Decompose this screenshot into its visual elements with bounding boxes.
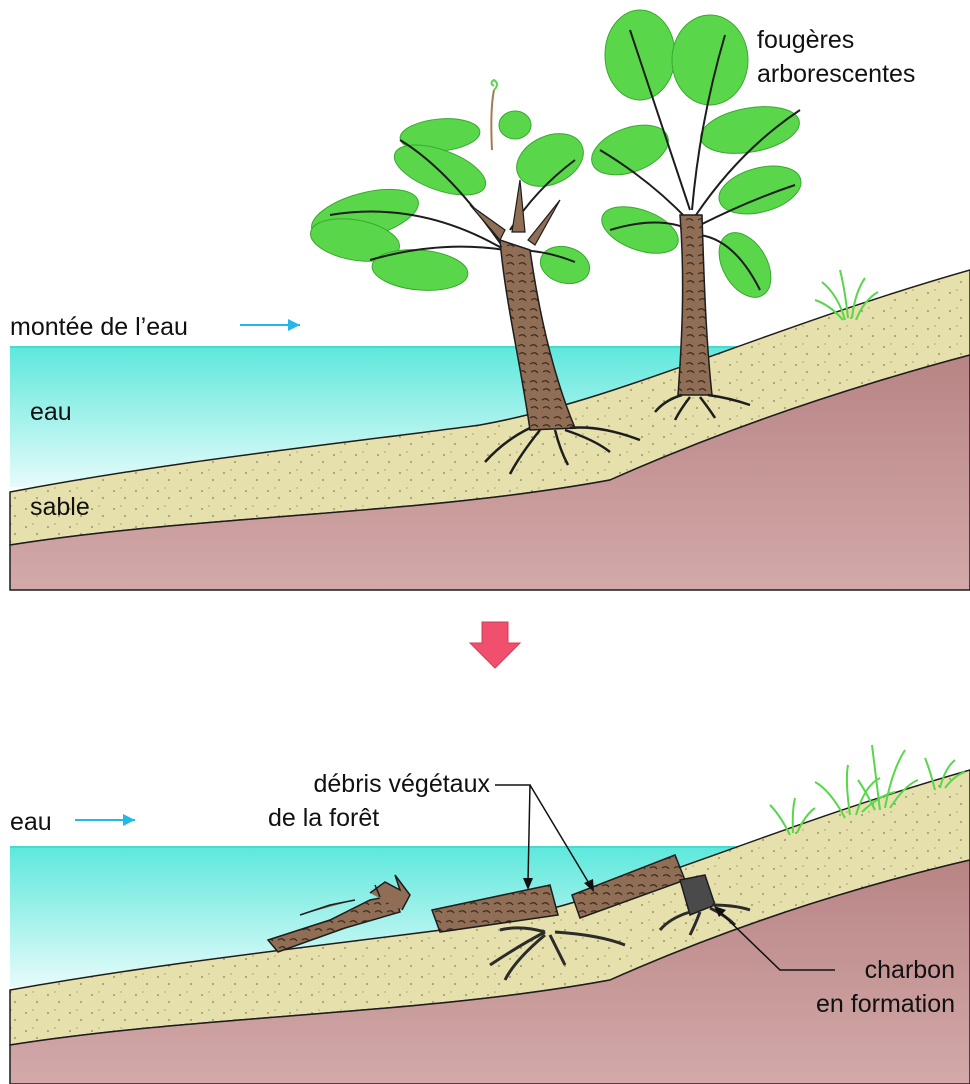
panel-before: fougères arborescentes montée de l’eau e… [10, 10, 970, 590]
label-water: eau [30, 398, 72, 426]
down-arrow-icon [470, 622, 520, 668]
panel-after: eau débris végétaux de la forêt charbon … [10, 745, 970, 1084]
label-rising-water: montée de l’eau [10, 313, 188, 341]
fern-foliage [306, 111, 594, 294]
trunk [678, 215, 712, 395]
label-sand: sable [30, 493, 90, 521]
right-arrow-icon [75, 814, 135, 826]
label-coal-line2: en formation [816, 990, 955, 1018]
label-debris-line1: débris végétaux [313, 770, 490, 798]
label-debris-line2: de la forêt [268, 804, 379, 832]
label-coal-line1: charbon [865, 956, 955, 984]
label-ferns-line2: arborescentes [757, 60, 915, 88]
right-arrow-icon [240, 319, 300, 331]
label-water: eau [10, 808, 52, 836]
label-ferns-line1: fougères [757, 26, 854, 54]
